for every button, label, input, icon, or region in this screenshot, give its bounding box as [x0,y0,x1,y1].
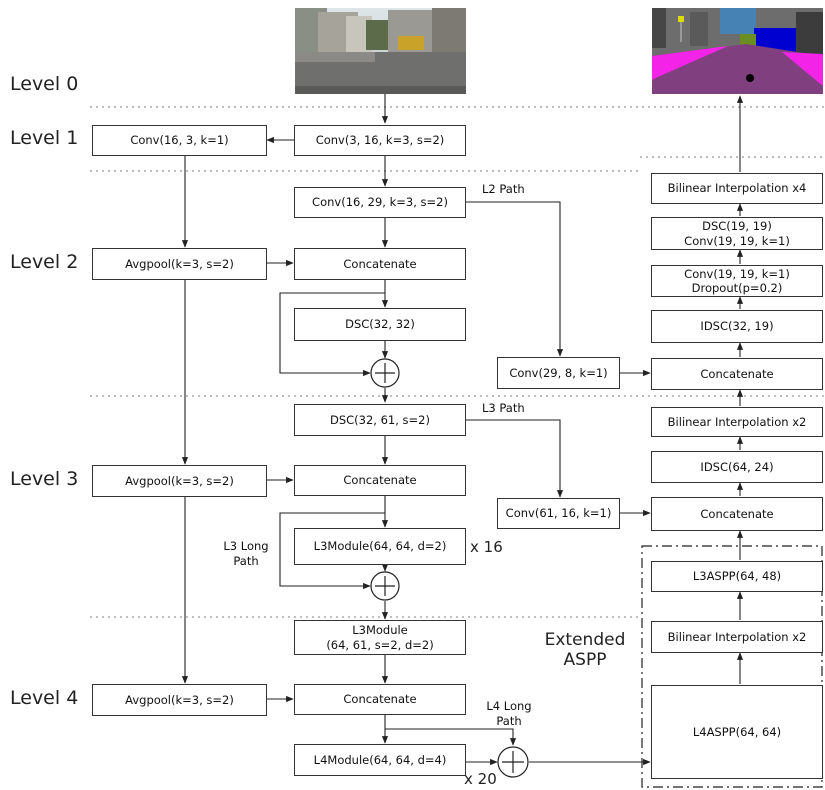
output-segmentation-map [652,8,823,94]
input-street-image [295,8,466,94]
extended-aspp-line2: ASPP [563,650,607,671]
l4-long-path-line1: L4 Long [486,699,532,713]
level-1-label: Level 1 [10,127,79,149]
bilinear-x2-upper-box: Bilinear Interpolation x2 [651,407,823,437]
l3-path-label: L3 Path [482,401,525,415]
sum-node-l2 [370,358,400,388]
conv-29-8-box: Conv(29, 8, k=1) [497,357,620,389]
extended-aspp-label: Extended ASPP [535,630,635,671]
concatenate-level4-box: Concatenate [294,684,466,715]
extended-aspp-frame [641,545,823,788]
l3-long-path-line2: Path [233,553,259,568]
level-4-label: Level 4 [10,687,79,709]
conv-dropout-line2: Dropout(p=0.2) [691,281,783,295]
sum-node-l3 [370,571,400,601]
l3module-box: L3Module(64, 64, d=2) [294,528,466,565]
level-separators [90,106,825,618]
conv-16-3-box: Conv(16, 3, k=1) [92,125,267,156]
dsc-conv-box: DSC(19, 19) Conv(19, 19, k=1) [651,217,823,250]
l3module-downsample-line2: (64, 61, s=2, d=2) [326,637,434,652]
avgpool-level2-box: Avgpool(k=3, s=2) [92,248,267,280]
repeat-x20-label: x 20 [464,770,497,788]
concatenate-level2-box: Concatenate [294,248,466,280]
avgpool-level3-box: Avgpool(k=3, s=2) [92,465,267,497]
idsc-32-19-box: IDSC(32, 19) [651,310,823,343]
conv-61-16-box: Conv(61, 16, k=1) [497,498,620,529]
l3-long-path-label: L3 Long Path [218,539,274,569]
concatenate-decoder-l3-box: Concatenate [651,497,823,531]
l4module-box: L4Module(64, 64, d=4) [294,744,466,776]
dsc-conv-line2: Conv(19, 19, k=1) [684,233,790,248]
dsc-32-61-box: DSC(32, 61, s=2) [294,404,466,436]
level-0-label: Level 0 [10,73,79,95]
l4-long-path-line2: Path [496,713,522,728]
decoder-connections [620,95,744,684]
concatenate-decoder-l2-box: Concatenate [651,358,823,390]
conv-16-29-box: Conv(16, 29, k=3, s=2) [294,187,466,218]
repeat-x16-label: x 16 [470,538,503,556]
level-3-label: Level 3 [10,468,79,490]
l3module-downsample-line1: L3Module [352,623,408,638]
avgpool-level4-box: Avgpool(k=3, s=2) [92,684,267,716]
concatenate-level3-box: Concatenate [294,465,466,496]
conv-3-16-box: Conv(3, 16, k=3, s=2) [294,125,466,156]
l3aspp-box: L3ASPP(64, 48) [651,561,823,592]
encoder-connections [181,94,651,766]
idsc-64-24-box: IDSC(64, 24) [651,451,823,483]
l4aspp-box: L4ASPP(64, 64) [651,685,823,779]
bilinear-x4-box: Bilinear Interpolation x4 [651,173,823,204]
l4-long-path-label: L4 Long Path [481,699,537,729]
conv-dropout-box: Conv(19, 19, k=1) Dropout(p=0.2) [651,265,823,297]
bilinear-x2-lower-box: Bilinear Interpolation x2 [651,621,823,653]
dsc-32-32-box: DSC(32, 32) [294,308,466,341]
level-2-label: Level 2 [10,251,79,273]
conv-dropout-line1: Conv(19, 19, k=1) [684,266,790,281]
extended-aspp-line1: Extended [544,630,626,650]
l2-path-label: L2 Path [482,182,525,196]
dsc-conv-line1: DSC(19, 19) [702,219,772,234]
sum-node-l4 [497,746,529,778]
l3-long-path-line1: L3 Long [223,539,269,553]
l3module-downsample-box: L3Module (64, 61, s=2, d=2) [294,620,466,655]
